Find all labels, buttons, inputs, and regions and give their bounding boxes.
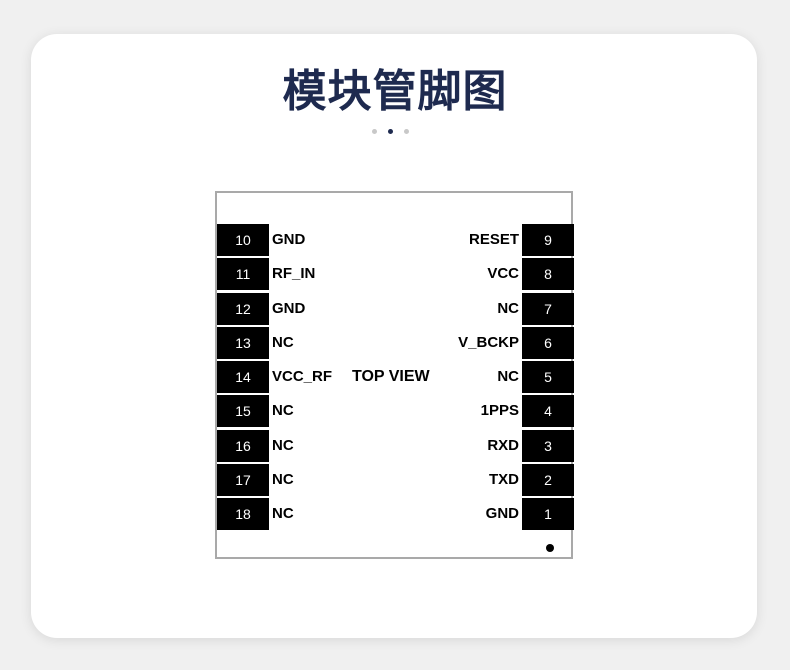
pin-label-14: VCC_RF	[272, 368, 333, 385]
pin-number-7: 7	[522, 293, 574, 325]
pin-number-16: 16	[217, 430, 269, 462]
pin-number-6: 6	[522, 327, 574, 359]
pin-number-12: 12	[217, 293, 269, 325]
pin-number-3: 3	[522, 430, 574, 462]
pin-number-1: 1	[522, 498, 574, 530]
pin-label-15: NC	[272, 402, 294, 419]
pin-label-1: GND	[485, 505, 519, 522]
pin1-marker-dot	[546, 544, 554, 552]
module-outline	[215, 191, 573, 559]
pin-number-8: 8	[522, 258, 574, 290]
pin-number-11: 11	[217, 258, 269, 290]
pin-label-7: NC	[497, 300, 519, 317]
pin-number-2: 2	[522, 464, 574, 496]
pin-label-17: NC	[272, 471, 294, 488]
pin-number-5: 5	[522, 361, 574, 393]
pin-number-18: 18	[217, 498, 269, 530]
pin-number-17: 17	[217, 464, 269, 496]
pin-label-16: NC	[272, 437, 294, 454]
pin-number-14: 14	[217, 361, 269, 393]
pin-label-4: 1PPS	[480, 402, 519, 419]
pin-label-6: V_BCKP	[458, 334, 519, 351]
pin-label-9: RESET	[468, 231, 519, 248]
carousel-dot-active[interactable]	[388, 129, 393, 134]
pin-number-9: 9	[522, 224, 574, 256]
top-view-label: TOP VIEW	[352, 368, 430, 385]
pin-label-3: RXD	[487, 437, 519, 454]
pin-number-4: 4	[522, 395, 574, 427]
pin-number-13: 13	[217, 327, 269, 359]
pin-label-13: NC	[272, 334, 294, 351]
pin-label-18: NC	[272, 505, 294, 522]
pin-label-10: GND	[272, 231, 306, 248]
pin-label-12: GND	[272, 300, 306, 317]
carousel-dot[interactable]	[404, 129, 409, 134]
carousel-dot[interactable]	[372, 129, 377, 134]
pin-label-2: TXD	[489, 471, 519, 488]
pin-number-10: 10	[217, 224, 269, 256]
pin-label-5: NC	[497, 368, 519, 385]
page-title: 模块管脚图	[282, 66, 508, 117]
pin-label-11: RF_IN	[272, 265, 316, 282]
carousel-dots	[372, 129, 412, 135]
pin-number-15: 15	[217, 395, 269, 427]
pin-label-8: VCC	[487, 265, 519, 282]
